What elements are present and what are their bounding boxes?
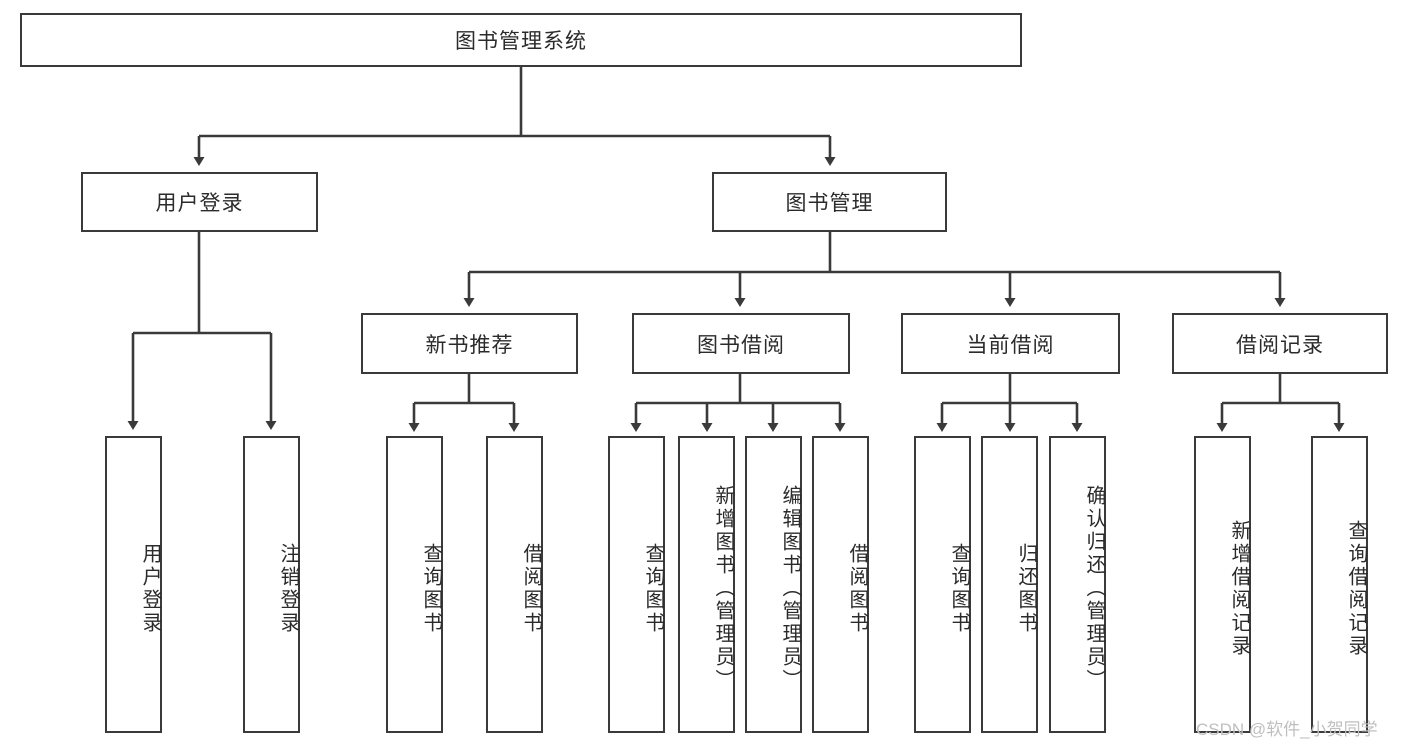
node-label: 查询图书 — [420, 542, 442, 635]
node-label: 查询借阅记录 — [1345, 519, 1367, 658]
node-label: 新增借阅记录 — [1228, 519, 1250, 658]
node-borrow-records[interactable]: 借阅记录 — [1172, 313, 1388, 374]
node-current-borrowing[interactable]: 当前借阅 — [901, 313, 1120, 374]
node-new-book-recommendation[interactable]: 新书推荐 — [361, 313, 578, 374]
node-label: 归还图书 — [1015, 542, 1037, 635]
node-label: 查询图书 — [642, 542, 664, 635]
leaf-book-borrow-borrow-book[interactable]: 借阅图书 — [812, 436, 869, 733]
node-label: 新增图书（管理员） — [712, 485, 734, 692]
node-label: 确认归还（管理员） — [1083, 485, 1105, 692]
leaf-user-login-login[interactable]: 用户登录 — [105, 436, 162, 733]
node-book-borrowing[interactable]: 图书借阅 — [632, 313, 850, 374]
node-label: 图书管理系统 — [455, 30, 587, 53]
node-label: 借阅记录 — [1236, 333, 1324, 357]
leaf-new-books-query-book[interactable]: 查询图书 — [386, 436, 443, 733]
node-user-login[interactable]: 用户登录 — [81, 172, 318, 232]
leaf-borrow-records-query-record[interactable]: 查询借阅记录 — [1311, 436, 1368, 733]
leaf-current-borrow-return-book[interactable]: 归还图书 — [981, 436, 1038, 733]
node-label: 新书推荐 — [425, 333, 514, 357]
node-label: 图书管理 — [785, 192, 874, 215]
leaf-book-borrow-query-book[interactable]: 查询图书 — [608, 436, 665, 733]
node-label: 注销登录 — [277, 542, 299, 635]
node-label: 借阅图书 — [520, 542, 542, 635]
node-label: 编辑图书（管理员） — [779, 485, 801, 692]
node-root-book-management-system[interactable]: 图书管理系统 — [20, 13, 1022, 67]
leaf-new-books-borrow-book[interactable]: 借阅图书 — [486, 436, 543, 733]
leaf-book-borrow-edit-book-admin[interactable]: 编辑图书（管理员） — [745, 436, 802, 733]
leaf-user-login-logout[interactable]: 注销登录 — [243, 436, 300, 733]
node-label: 用户登录 — [155, 192, 244, 215]
leaf-book-borrow-add-book-admin[interactable]: 新增图书（管理员） — [678, 436, 735, 733]
node-label: 用户登录 — [139, 542, 161, 635]
node-label: 借阅图书 — [846, 542, 868, 635]
leaf-current-borrow-confirm-return-admin[interactable]: 确认归还（管理员） — [1049, 436, 1106, 733]
leaf-borrow-records-add-record[interactable]: 新增借阅记录 — [1194, 436, 1251, 733]
node-label: 查询图书 — [948, 542, 970, 635]
node-book-management[interactable]: 图书管理 — [712, 172, 947, 232]
node-label: 当前借阅 — [966, 333, 1055, 357]
leaf-current-borrow-query-book[interactable]: 查询图书 — [914, 436, 971, 733]
node-label: 图书借阅 — [697, 333, 785, 357]
